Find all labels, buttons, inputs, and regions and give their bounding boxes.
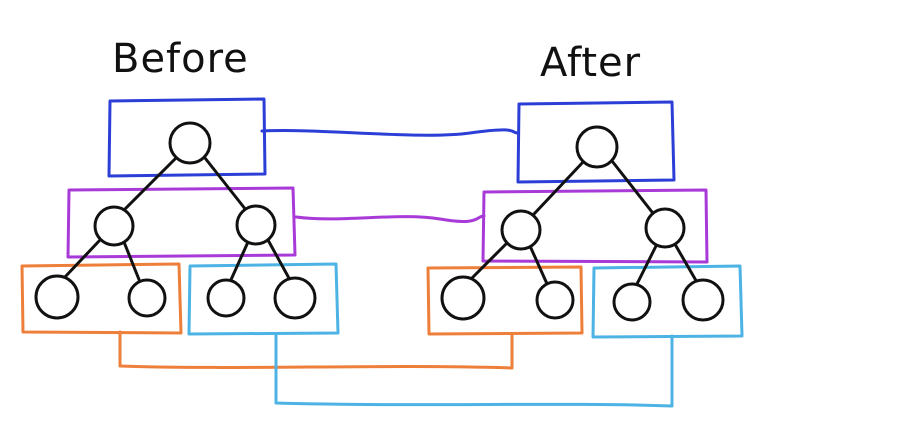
before-edge-left-leaf2 [122, 240, 142, 284]
before-tree [20, 97, 340, 336]
after-edge-right-leaf1 [634, 244, 658, 288]
after-right-leaf-group-box [591, 264, 744, 339]
before-leaf-2-node [127, 278, 167, 318]
after-leaf-4-node [681, 278, 725, 322]
before-middle-right-node [235, 204, 277, 246]
after-middle-right-node [644, 207, 686, 249]
before-middle-group-box [66, 186, 297, 259]
after-edge-left-leaf2 [528, 244, 550, 288]
before-edge-root-left [122, 156, 178, 212]
after-edge-right-leaf2 [674, 244, 700, 286]
before-right-leaf-group-box [187, 262, 340, 336]
before-leaf-4-node [273, 276, 317, 320]
after-leaf-3-node [612, 282, 652, 322]
before-edge-right-leaf2 [266, 238, 292, 282]
before-edge-right-leaf1 [228, 240, 250, 284]
before-left-leaf-group-box [20, 262, 183, 335]
before-edge-left-leaf1 [62, 238, 102, 280]
before-leaf-3-node [206, 278, 246, 318]
after-heading: After [540, 40, 641, 86]
after-middle-left-node [500, 209, 542, 251]
root-group-link [260, 128, 520, 137]
before-heading: Before [112, 36, 249, 82]
after-left-leaf-group-box [426, 265, 584, 336]
before-edge-root-right [203, 156, 248, 212]
before-root-node [168, 121, 212, 165]
before-leaf-1-node [34, 274, 80, 320]
after-leaf-1-node [440, 275, 486, 321]
after-root-node [575, 125, 619, 169]
after-edge-left-leaf1 [468, 242, 508, 282]
after-edge-root-right [610, 159, 654, 214]
right-leaf-group-link [274, 332, 674, 408]
after-tree [426, 100, 744, 339]
after-edge-root-left [532, 159, 586, 216]
after-leaf-2-node [535, 280, 575, 320]
after-root-group-box [516, 100, 676, 184]
middle-group-link [294, 214, 486, 223]
before-middle-left-node [93, 205, 135, 247]
left-leaf-group-link [118, 330, 514, 370]
before-root-group-box [107, 97, 267, 178]
after-middle-group-box [481, 188, 709, 264]
